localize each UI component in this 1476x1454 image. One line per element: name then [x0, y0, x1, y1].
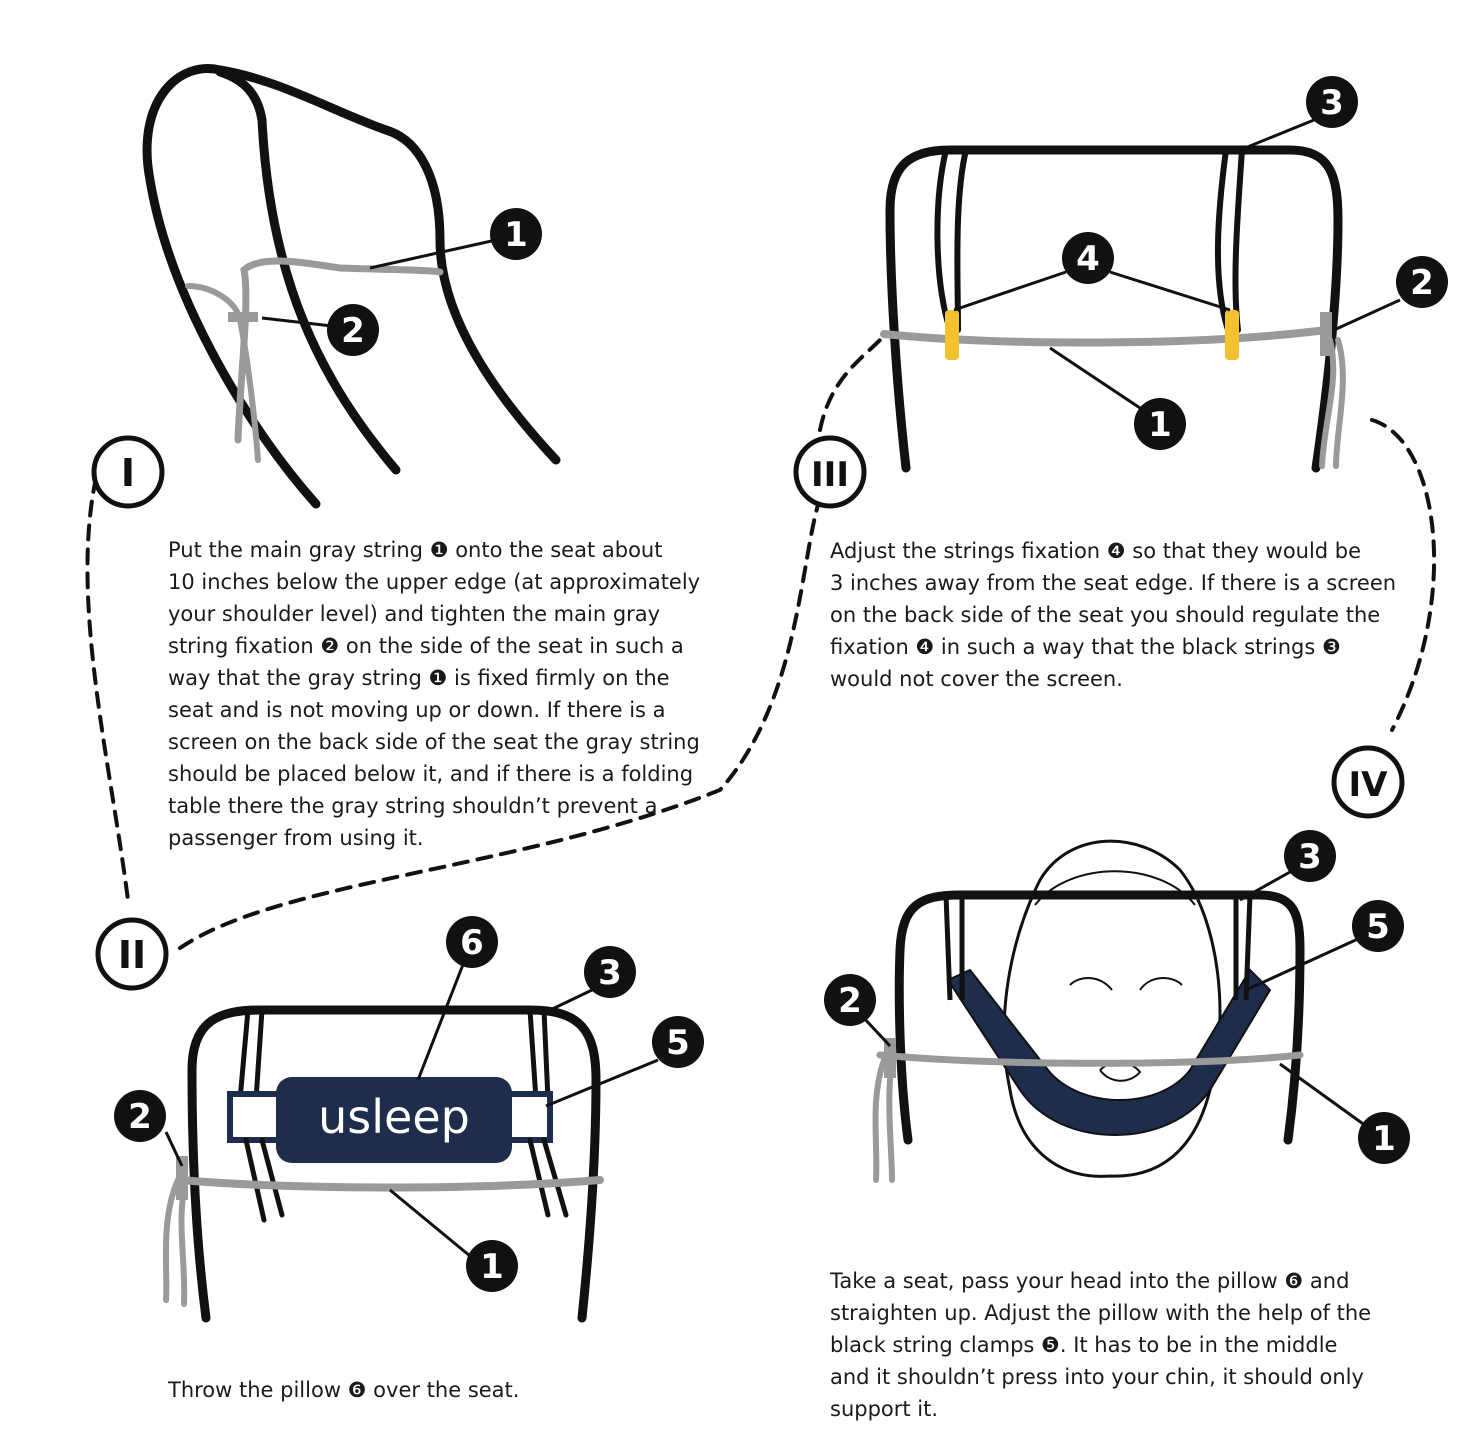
callout-badge: 4 — [1062, 232, 1114, 284]
step-numeral: III — [811, 455, 849, 495]
callout-label: 6 — [460, 923, 484, 963]
callout-badge: 3 — [1306, 76, 1358, 128]
callout-label: 2 — [128, 1097, 152, 1137]
instruction-line: and it shouldn’t press into your chin, i… — [830, 1365, 1364, 1389]
instruction-line: way that the gray string ❶ is fixed firm… — [168, 666, 670, 690]
panel-2-seat-back — [162, 1005, 604, 1323]
callout-label: 5 — [1366, 907, 1390, 947]
callout-label: 3 — [1298, 837, 1322, 877]
step-numeral: II — [118, 933, 146, 977]
callout-badge: 6 — [446, 916, 498, 968]
instruction-line: fixation ❹ in such a way that the black … — [830, 635, 1341, 659]
callout-label: 4 — [1076, 239, 1100, 279]
callout-badge: 2 — [114, 1090, 166, 1142]
pillow-logo: usleep — [318, 1090, 470, 1144]
panel-4-head-in-pillow — [872, 839, 1305, 1183]
instruction-line: table there the gray string shouldn’t pr… — [168, 794, 658, 818]
callout-label: 2 — [341, 311, 365, 351]
callout-label: 5 — [666, 1023, 690, 1063]
callout-leader-lines — [164, 118, 1401, 1258]
instruction-line: straighten up. Adjust the pillow with th… — [830, 1301, 1372, 1325]
panel-3-seat-back — [880, 145, 1346, 473]
instruction-line: Throw the pillow ❻ over the seat. — [168, 1378, 520, 1402]
callout-badge: 2 — [1396, 256, 1448, 308]
callout-badge: 1 — [466, 1240, 518, 1292]
panel-1-seat-side — [142, 64, 561, 509]
callout-badge: 5 — [1352, 900, 1404, 952]
instruction-line: on the back side of the seat you should … — [830, 603, 1381, 627]
instruction-line: Take a seat, pass your head into the pil… — [830, 1269, 1350, 1293]
callout-label: 2 — [838, 981, 862, 1021]
step-badge-1: I — [91, 435, 165, 509]
instruction-line: your shoulder level) and tighten the mai… — [168, 602, 661, 626]
callout-label: 1 — [1372, 1119, 1396, 1159]
step-connector-path — [85, 338, 1436, 950]
callout-label: 2 — [1410, 263, 1434, 303]
callout-label: 1 — [504, 215, 528, 255]
callout-badge: 1 — [1358, 1112, 1410, 1164]
step-badge-3: III — [793, 435, 867, 509]
callout-badge: 5 — [652, 1016, 704, 1068]
callout-label: 1 — [1148, 405, 1172, 445]
instruction-line: should be placed below it, and if there … — [168, 762, 694, 786]
callout-badge: 3 — [584, 946, 636, 998]
instruction-line: support it. — [830, 1397, 939, 1421]
step-3-instructions: Adjust the strings fixation ❹ so that th… — [830, 535, 1396, 695]
instruction-line: Adjust the strings fixation ❹ so that th… — [830, 539, 1362, 563]
step-badge-4: IV — [1331, 745, 1405, 819]
instruction-line: Put the main gray string ❶ onto the seat… — [168, 538, 663, 562]
step-numeral: IV — [1349, 765, 1389, 805]
callout-label: 1 — [480, 1247, 504, 1287]
instruction-line: seat and is not moving up or down. If th… — [168, 698, 666, 722]
step-badge-2: II — [95, 917, 169, 991]
callout-badge: 1 — [1134, 398, 1186, 450]
instruction-line: 10 inches below the upper edge (at appro… — [168, 570, 701, 594]
step-4-instructions: Take a seat, pass your head into the pil… — [830, 1265, 1371, 1425]
callout-badge: 1 — [490, 208, 542, 260]
step-numeral: I — [121, 451, 135, 495]
callout-badge: 2 — [327, 304, 379, 356]
instruction-line: 3 inches away from the seat edge. If the… — [830, 571, 1397, 595]
instruction-line: string fixation ❷ on the side of the sea… — [168, 634, 684, 658]
callout-badge: 2 — [824, 974, 876, 1026]
instruction-line: would not cover the screen. — [830, 667, 1123, 691]
callout-label: 3 — [1320, 83, 1344, 123]
step-1-instructions: Put the main gray string ❶ onto the seat… — [168, 534, 700, 854]
callout-label: 3 — [598, 953, 622, 993]
callout-badge: 3 — [1284, 830, 1336, 882]
step-2-instructions: Throw the pillow ❻ over the seat. — [168, 1374, 519, 1406]
instruction-line: black string clamps ❺. It has to be in t… — [830, 1333, 1338, 1357]
instruction-line: screen on the back side of the seat the … — [168, 730, 700, 754]
instruction-line: passenger from using it. — [168, 826, 424, 850]
